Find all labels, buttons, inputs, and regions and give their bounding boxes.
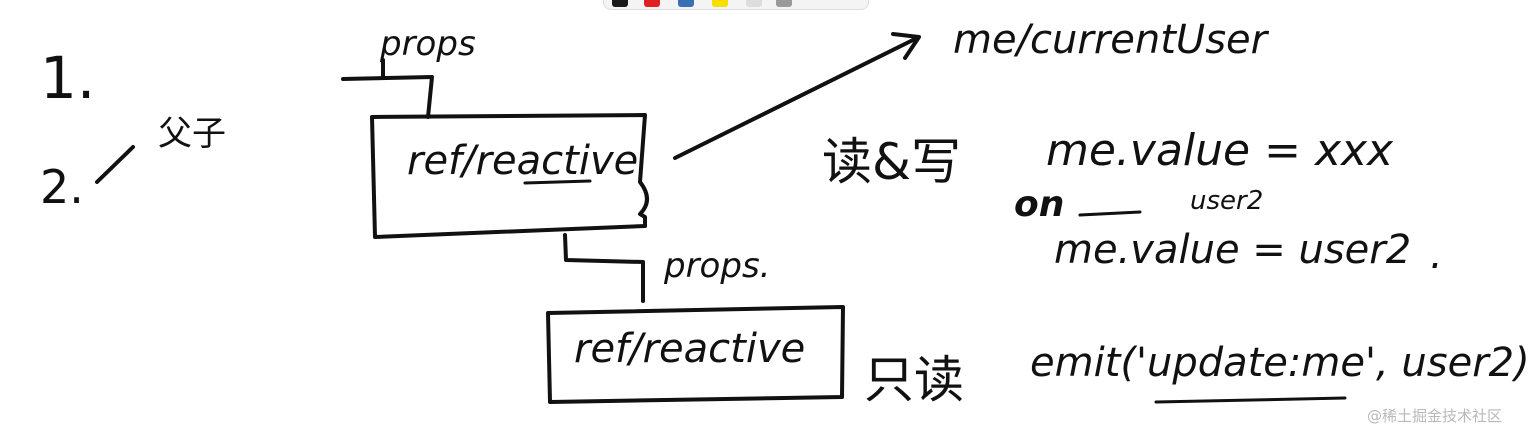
assign-user2: me.value = user2	[1054, 227, 1412, 273]
pencil-gray-icon[interactable]	[776, 0, 792, 7]
highlighter-yellow-icon[interactable]	[712, 0, 728, 7]
watermark: @稀土掘金技术社区	[1366, 407, 1502, 425]
top-box	[370, 113, 649, 239]
top-props-bracket	[341, 75, 434, 119]
parent-child-chars: 父子	[158, 114, 226, 154]
pen-black-icon[interactable]	[612, 0, 628, 7]
top-reactive-underline	[523, 179, 592, 185]
assign-user2-dot: .	[1430, 232, 1443, 278]
bottom-props-label: props.	[664, 246, 771, 286]
read-write-label: 读&写	[822, 133, 961, 191]
arrow-line	[673, 36, 919, 160]
arrow-head	[891, 32, 921, 60]
assign-xxx: me.value = xxx	[1046, 125, 1394, 176]
user2-small-label: user2	[1190, 186, 1264, 216]
bottom-box	[546, 305, 845, 404]
bottom-props-connector	[563, 233, 645, 303]
emit-call: emit('update:me', user2)	[1030, 340, 1530, 386]
pen-red-icon[interactable]	[644, 0, 660, 7]
item-1-label: 1.	[40, 44, 96, 112]
me-current-user-label: me/currentUser	[953, 17, 1268, 63]
top-props-label: props	[380, 24, 476, 64]
on-label: on	[1014, 184, 1065, 225]
read-only-label: 只读	[864, 351, 964, 409]
item-2-label: 2.	[40, 160, 84, 214]
pen-blue-icon[interactable]	[678, 0, 694, 7]
update-underline	[1154, 396, 1347, 404]
bottom-box-label: ref/reactive	[574, 326, 806, 372]
eraser-icon[interactable]	[746, 0, 762, 7]
pen-toolbar	[603, 0, 869, 10]
top-box-label: ref/reactive	[407, 138, 639, 184]
on-blank-line	[1078, 210, 1142, 217]
item2-slash	[95, 145, 135, 184]
